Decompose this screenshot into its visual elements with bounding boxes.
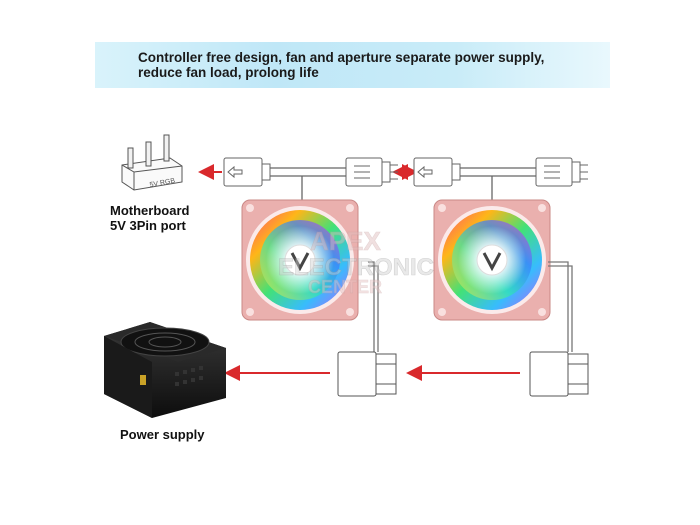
- power-supply-label: Power supply: [120, 427, 205, 442]
- fan-power-wire-1: [368, 261, 379, 352]
- motherboard-label: Motherboard 5V 3Pin port: [110, 203, 189, 233]
- watermark: APEX ELECTRONIC CENTER: [278, 226, 435, 298]
- motherboard-label-line-2: 5V 3Pin port: [110, 218, 186, 233]
- rgb-fan-1: [241, 199, 359, 321]
- rgb-fan-2: [433, 199, 551, 321]
- banner-line-2: reduce fan load, prolong life: [138, 65, 319, 80]
- molex-connector-2: [529, 351, 589, 397]
- v-logo-icon: [290, 252, 310, 272]
- watermark-line-1: APEX: [310, 226, 381, 256]
- port-label: 5V RGB: [149, 178, 176, 189]
- motherboard-label-line-1: Motherboard: [110, 203, 190, 218]
- molex-connector-1: [337, 351, 397, 397]
- watermark-line-3: CENTER: [308, 277, 382, 297]
- fan-power-wire-2: [548, 261, 573, 352]
- motherboard-header-icon: [121, 134, 183, 191]
- watermark-line-2: ELECTRONIC: [278, 254, 434, 281]
- banner-background: [95, 42, 610, 88]
- v-logo-icon: [482, 252, 502, 272]
- rgb-cable-1: [223, 157, 398, 205]
- rgb-cable-2: [413, 157, 588, 205]
- banner-line-1: Controller free design, fan and aperture…: [138, 50, 545, 65]
- power-supply-icon: [104, 322, 226, 418]
- banner-text: Controller free design, fan and aperture…: [138, 50, 608, 80]
